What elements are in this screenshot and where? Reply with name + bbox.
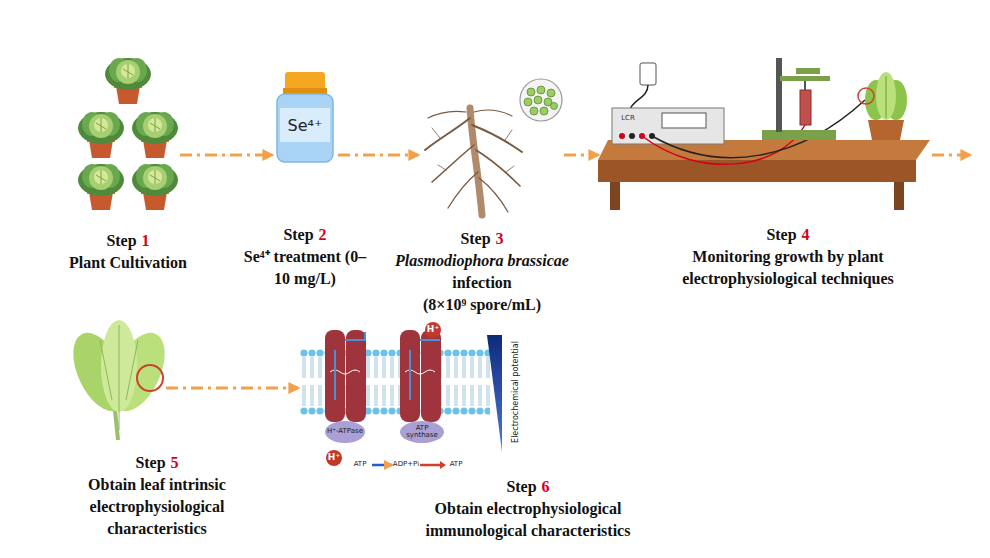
step-heading: Step 4 xyxy=(648,224,928,246)
step-number: 1 xyxy=(142,232,150,249)
illustration-label: Electrochemical potential xyxy=(512,341,520,443)
step-heading: Step 2 xyxy=(238,224,373,246)
step-caption: Step 3Plasmodiophora brassicaeinfection(8… xyxy=(372,228,592,316)
illustration-label: ATP synthase xyxy=(402,425,442,440)
illustration-label: LCR xyxy=(621,115,635,122)
step-caption: Step 5Obtain leaf intrinsic electrophysio… xyxy=(65,452,250,540)
step-description: Plasmodiophora brassicae xyxy=(372,250,592,272)
flow-arrow xyxy=(166,387,298,390)
step-number: 4 xyxy=(802,226,810,243)
flow-arrow xyxy=(180,154,272,157)
step-description: (8×10⁹ spore/mL) xyxy=(372,294,592,316)
step-description: infection xyxy=(372,272,592,294)
illustration-label: H⁺-ATPase xyxy=(327,428,363,435)
step-node: Step3Plasmodiophora brassicaeinfection(8… xyxy=(418,78,564,220)
step-caption: Step 2Se⁴⁺ treatment (0–10 mg/L) xyxy=(238,224,373,290)
step-word: Step xyxy=(283,226,313,243)
step-number: 5 xyxy=(171,454,179,471)
step-caption: Step 6Obtain electrophysiological immunol… xyxy=(401,476,656,542)
step-description: Plant Cultivation xyxy=(48,252,208,274)
flow-arrow xyxy=(564,154,598,157)
step-heading: Step 3 xyxy=(372,228,592,250)
illustration-label: ATP xyxy=(354,461,367,468)
step-heading: Step 1 xyxy=(48,230,208,252)
step-description: Obtain leaf intrinsic electrophysiologic… xyxy=(65,474,250,540)
illustration-label: H⁺ xyxy=(328,453,340,462)
step-word: Step xyxy=(135,454,165,471)
step-node: Step5Obtain leaf intrinsic electrophysio… xyxy=(74,322,166,444)
step-word: Step xyxy=(766,226,796,243)
step-number: 6 xyxy=(542,478,550,495)
illustration-label: ADP+Pi xyxy=(393,461,419,468)
step-word: Step xyxy=(460,230,490,247)
step-caption: Step 1Plant Cultivation xyxy=(48,230,208,274)
step-description: Se⁴⁺ treatment (0–10 mg/L) xyxy=(238,246,373,290)
step-word: Step xyxy=(106,232,136,249)
flow-arrow xyxy=(338,154,418,157)
step-number: 2 xyxy=(319,226,327,243)
illustration-label: Se⁴⁺ xyxy=(288,118,323,135)
step-node: Step4Monitoring growth by plant electrop… xyxy=(598,56,930,214)
step-caption: Step 4Monitoring growth by plant electrop… xyxy=(648,224,928,290)
step-heading: Step 6 xyxy=(401,476,656,498)
step-word: Step xyxy=(506,478,536,495)
illustration-label: ATP xyxy=(450,461,463,468)
step-number: 3 xyxy=(496,230,504,247)
step-heading: Step 5 xyxy=(65,452,250,474)
step-node: Step6Obtain electrophysiological immunol… xyxy=(298,318,506,474)
step-node: Step1Plant Cultivation xyxy=(76,50,180,222)
step-description: Obtain electrophysiological immunologica… xyxy=(401,498,656,542)
illustration-label: H⁺ xyxy=(427,325,439,334)
step-description: Monitoring growth by plant electrophysio… xyxy=(648,246,928,290)
